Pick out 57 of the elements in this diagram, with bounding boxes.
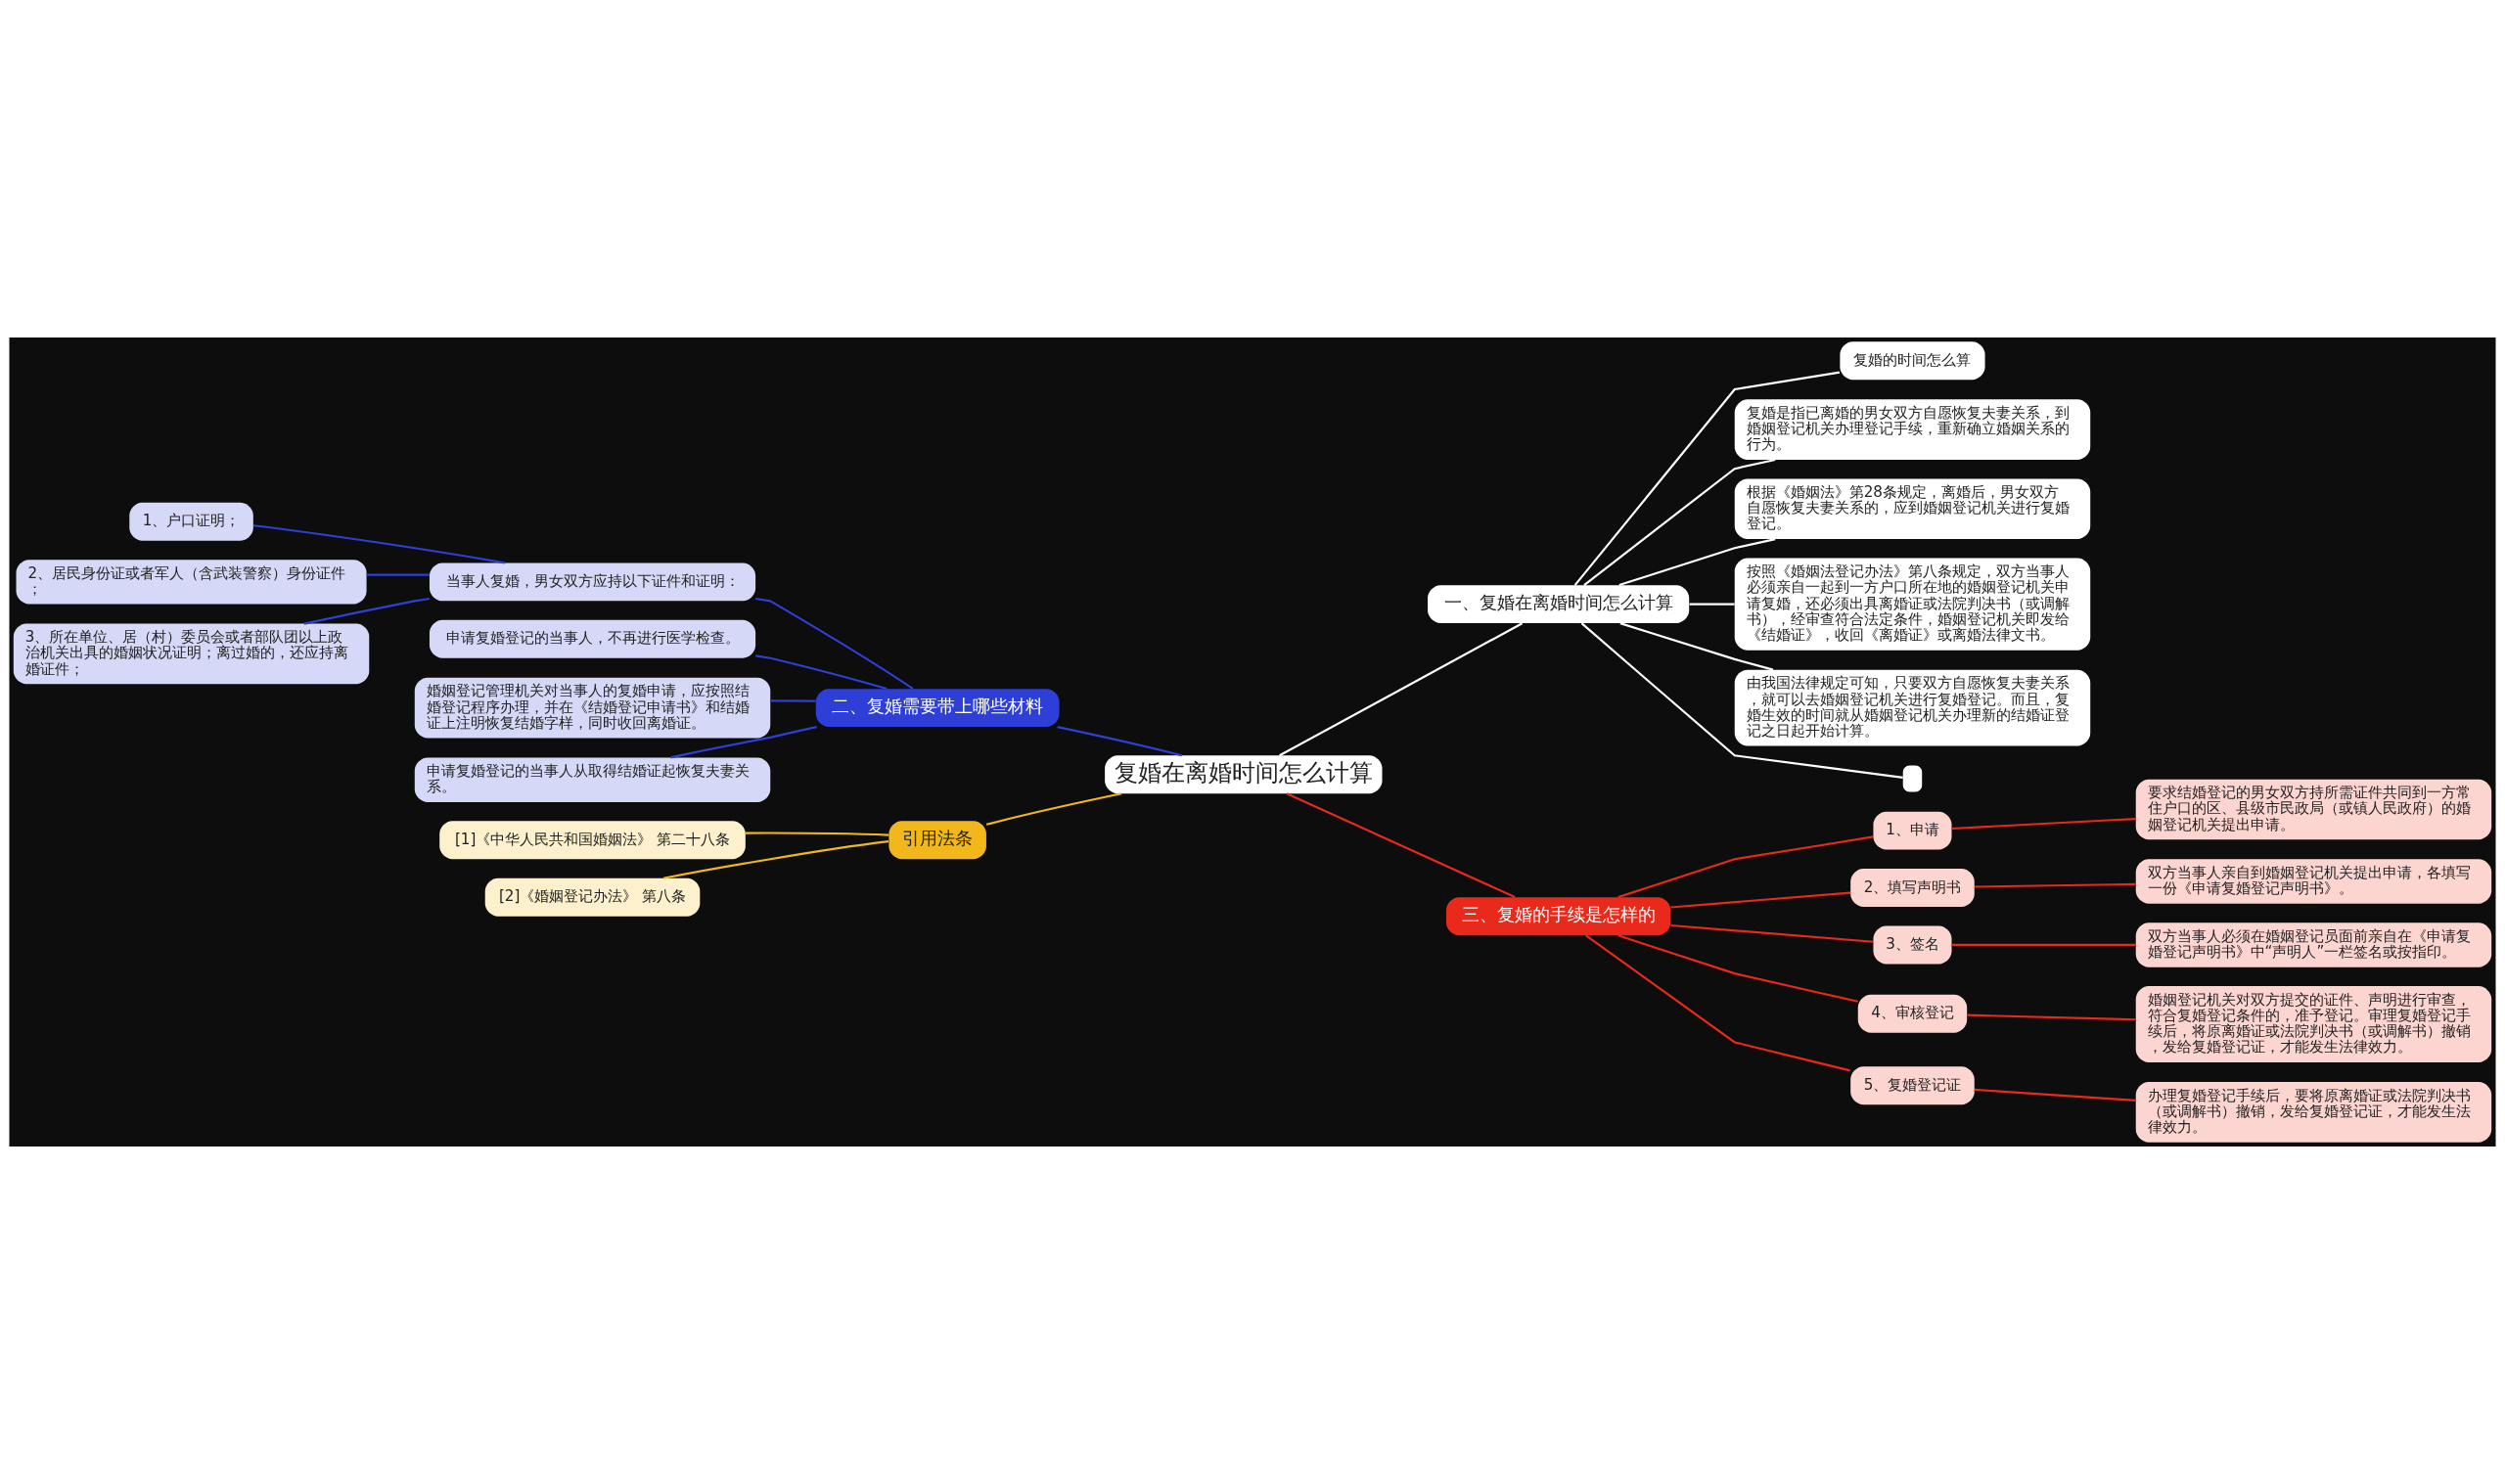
node-box: 引用法条 [888, 821, 986, 860]
connector [1057, 726, 1183, 757]
node-box: 由我国法律规定可知，只要双方自愿恢复夫妻关系，就可以去婚姻登记机关进行复婚登记。而且，复婚生效的时间就从婚姻登记机关办理新的结婚证登记之日起开始计算。 [1734, 669, 2091, 746]
connector [1580, 622, 1903, 779]
connector [1279, 622, 1524, 757]
node-box: 按照《婚姻法登记办法》第八条规定，双方当事人必须亲自一起到一方户口所在地的婚姻登记机关申请复婚，还必须出具离婚证或法院判决书（或调解书），经审查符合法定条件，婚姻登记机关即发给《结婚证》，收回《离婚证》或离婚法律文书。 [1734, 558, 2091, 651]
node-box: 婚姻登记机关对双方提交的证件、声明进行审查，符合复婚登记条件的，准予登记。审理复婚登记手续后，将原离婚证或法院判决书（或调解书）撤销，发给复婚登记证，才能发生法律效力。 [2135, 986, 2492, 1062]
connector [1974, 1088, 2136, 1102]
connector [1286, 792, 1516, 898]
connector [1617, 835, 1874, 899]
node-box [1902, 765, 1923, 792]
connector [366, 573, 430, 576]
connector [1618, 538, 1776, 587]
node-box: 申请复婚登记的当事人，不再进行医学检查。 [429, 619, 756, 658]
node-box: [1]《中华人民共和国婚姻法》 第二十八条 [439, 821, 746, 860]
connector [1573, 371, 1841, 586]
connector [755, 597, 914, 690]
connector [770, 699, 816, 702]
connector [1967, 1013, 2136, 1021]
connector [745, 832, 889, 836]
node-box: 双方当事人亲自到婚姻登记机关提出申请，各填写一份《申请复婚登记声明书》。 [2135, 859, 2492, 904]
node-box: 婚姻登记管理机关对当事人的复婚申请，应按照结婚登记程序办理，并在《结婚登记申请书》和结婚证上注明恢复结婚字样，同时收回离婚证。 [414, 677, 771, 739]
node-box: 办理复婚登记手续后，要将原离婚证或法院判决书（或调解书）撤销，发给复婚登记证，才能发生法律效力。 [2135, 1082, 2492, 1143]
node-box: 5、复婚登记证 [1850, 1066, 1975, 1105]
connector [1951, 817, 2136, 831]
connector [1583, 458, 1776, 586]
node-box: 4、审核登记 [1857, 994, 1968, 1033]
node-box: 复婚的时间怎么算 [1840, 341, 1985, 381]
node-box: 复婚是指已离婚的男女双方自愿恢复夫妻关系，到婚姻登记机关办理登记手续，重新确立婚姻关系的行为。 [1734, 399, 2091, 460]
connector [1689, 603, 1735, 606]
connector [755, 654, 888, 691]
connector [1670, 923, 1874, 943]
node-box: 当事人复婚，男女双方应持以下证件和证明： [429, 562, 756, 602]
node-box: 2、居民身份证或者军人（含武装警察）身份证件； [16, 560, 367, 605]
connector [1617, 934, 1858, 1003]
node-box: 1、申请 [1873, 811, 1952, 850]
connector [1619, 622, 1774, 671]
node-box: 双方当事人必须在婚姻登记员面前亲自在《申请复婚登记声明书》中“声明人”一栏签名或按指印。 [2135, 922, 2492, 967]
node-box: 3、签名 [1873, 925, 1952, 965]
node-box: 一、复婚在离婚时间怎么计算 [1428, 585, 1690, 624]
node-box: 要求结婚登记的男女双方持所需证件共同到一方常住户口的区、县级市民政局（或镇人民政府）的婚姻登记机关提出申请。 [2135, 779, 2492, 840]
node-box: 1、户口证明； [129, 502, 253, 541]
connector [662, 840, 889, 879]
connector [1670, 891, 1851, 909]
connector [1974, 882, 2136, 888]
connector [252, 524, 506, 564]
connector [1585, 934, 1850, 1072]
node-box: 复婚在离婚时间怎么计算 [1105, 755, 1383, 794]
node-box: 申请复婚登记的当事人从取得结婚证起恢复夫妻关系。 [414, 757, 771, 802]
node-box: 3、所在单位、居（村）委员会或者部队团以上政治机关出具的婚姻状况证明；离过婚的，还应持离婚证件； [13, 623, 370, 685]
node-box: 根据《婚姻法》第28条规定，离婚后，男女双方自愿恢复夫妻关系的，应到婚姻登记机关进行复婚登记。 [1734, 478, 2091, 540]
connector [985, 792, 1122, 826]
node-box: [2]《婚姻登记办法》 第八条 [484, 877, 701, 917]
connector [1951, 943, 2136, 946]
node-box: 二、复婚需要带上哪些材料 [815, 689, 1060, 728]
node-box: 三、复婚的手续是怎样的 [1445, 897, 1671, 936]
node-box: 2、填写声明书 [1850, 869, 1975, 907]
